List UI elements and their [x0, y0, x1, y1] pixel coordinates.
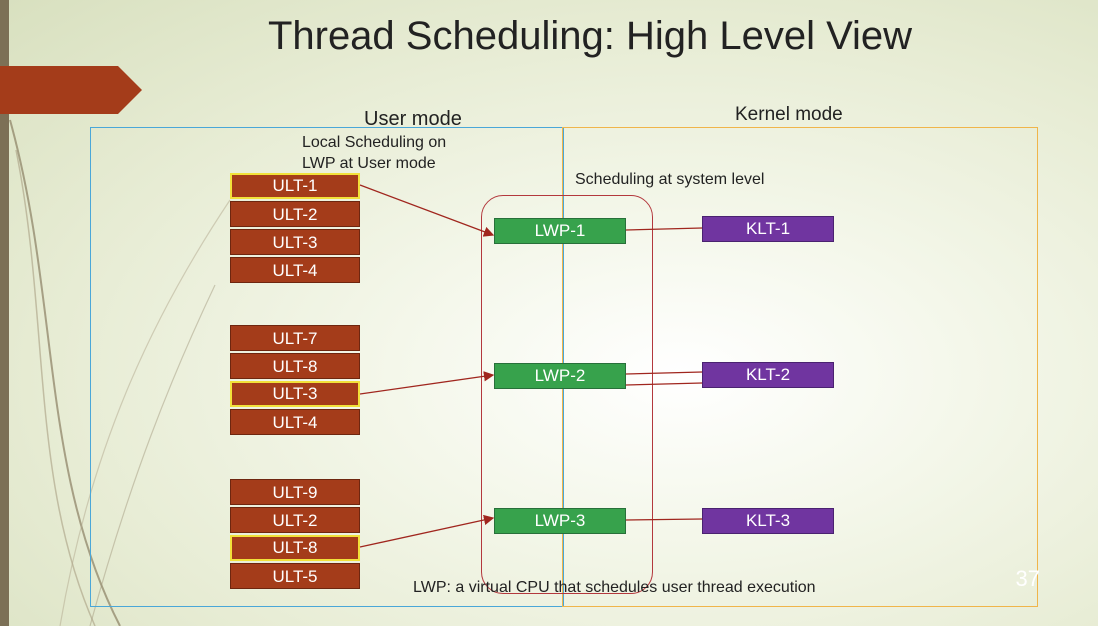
ult-box: ULT-2 [230, 507, 360, 533]
slide-title: Thread Scheduling: High Level View [267, 14, 913, 58]
lwp-3-to-klt-3-line [625, 518, 703, 521]
ult-box: ULT-3 [230, 229, 360, 255]
lwp-footnote: LWP: a virtual CPU that schedules user t… [413, 579, 816, 596]
user-mode-label: User mode [364, 108, 462, 130]
ult-box: ULT-5 [230, 563, 360, 589]
title-arrow-tab [0, 66, 142, 114]
page-number: 37 [1015, 566, 1040, 591]
ult-box: ULT-4 [230, 409, 360, 435]
klt-1-box: KLT-1 [702, 216, 834, 242]
lwp-1-to-klt-1-line [625, 227, 703, 231]
local-scheduling-label-line1: Local Scheduling on [302, 134, 447, 151]
ult-8-to-lwp-3-arrow [359, 514, 495, 548]
ult-1-to-lwp-1-arrow [359, 184, 495, 237]
klt-3-box: KLT-3 [702, 508, 834, 534]
decorative-swoosh [9, 119, 231, 626]
klt-2-box: KLT-2 [702, 362, 834, 388]
system-scheduling-region [481, 195, 653, 594]
ult-box: ULT-7 [230, 325, 360, 351]
left-accent-bar [0, 0, 9, 626]
ult-box: ULT-1 [230, 173, 360, 199]
system-scheduling-label: Scheduling at system level [575, 171, 765, 188]
ult-3-to-lwp-2-arrow [359, 371, 495, 395]
lwp-1-box: LWP-1 [494, 218, 626, 244]
ult-box: ULT-2 [230, 201, 360, 227]
local-scheduling-label-line2: LWP at User mode [302, 155, 436, 172]
lwp-3-box: LWP-3 [494, 508, 626, 534]
lwp-2-box: LWP-2 [494, 363, 626, 389]
lwp-2-to-klt-2-line-a [625, 371, 703, 375]
ult-box: ULT-8 [230, 535, 360, 561]
ult-box: ULT-3 [230, 381, 360, 407]
lwp-2-to-klt-2-line-b [625, 382, 703, 386]
ult-box: ULT-9 [230, 479, 360, 505]
ult-box: ULT-4 [230, 257, 360, 283]
ult-box: ULT-8 [230, 353, 360, 379]
kernel-mode-label: Kernel mode [735, 104, 843, 125]
